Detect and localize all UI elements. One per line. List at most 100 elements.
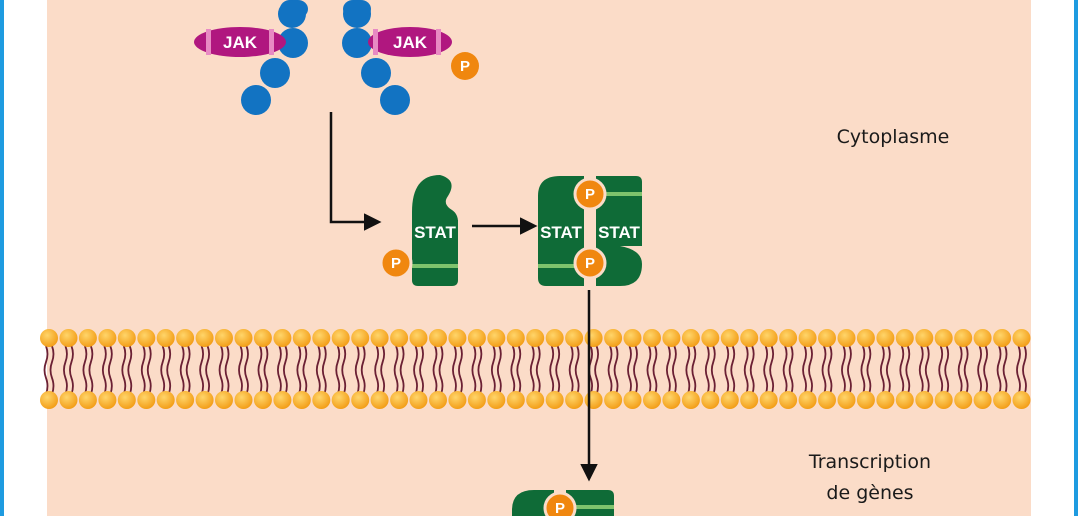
lipid-head [448, 329, 467, 347]
lipid-head [156, 329, 175, 347]
lipid-tail [730, 345, 736, 395]
lipid-tail [963, 345, 969, 395]
lipid-tail [899, 345, 905, 395]
jak-right: JAK [368, 27, 452, 57]
lipid-tail [1016, 345, 1021, 395]
lipid-tail [452, 345, 457, 395]
lipid-tail [704, 345, 710, 395]
lipid-head [565, 391, 584, 409]
lipid-head [643, 329, 661, 347]
lipid-head [915, 391, 934, 409]
lipid-tail [107, 345, 113, 395]
lipid-tail [121, 345, 127, 395]
lipid-tail [458, 345, 463, 395]
lipid-head [856, 391, 875, 409]
lipid-head [584, 329, 603, 347]
lipid-head [623, 329, 642, 347]
jak-left-label: JAK [223, 33, 258, 52]
lipid-head [390, 391, 409, 409]
phosphate-stat-monomer: P [379, 246, 413, 280]
lipid-head [856, 329, 875, 347]
lipid-tail [594, 345, 599, 395]
jak-right-label: JAK [393, 33, 428, 52]
stat-monomer-label: STAT [414, 223, 456, 242]
lipid-head [390, 329, 409, 347]
lipid-tail [146, 345, 152, 395]
lipid-tail [393, 345, 399, 395]
lipid-head [993, 329, 1012, 347]
lipid-tail [490, 345, 496, 395]
lipid-tail [341, 345, 347, 395]
lipid-head [526, 329, 545, 347]
lipid-tail [179, 345, 185, 395]
transcription-label-line2: de gènes [826, 482, 913, 504]
lipid-tail [43, 345, 49, 395]
lipid-head [720, 329, 739, 347]
lipid-tail [302, 345, 308, 395]
lipid-head [487, 329, 506, 347]
jak-left: JAK [194, 27, 286, 57]
lipid-head [448, 391, 467, 409]
lipid-tail [244, 345, 249, 395]
lipid-head [409, 391, 428, 409]
stat-dimer-nucleus [512, 490, 614, 516]
lipid-tail [296, 345, 302, 395]
lipid-tail [802, 345, 807, 395]
lipid-tail [185, 345, 191, 395]
lipid-tail [380, 345, 386, 395]
lipid-tail [782, 345, 788, 395]
lipid-head [798, 391, 817, 409]
membrane-bilayer [40, 329, 1031, 409]
lipid-head [370, 329, 389, 347]
lipid-tail [160, 345, 166, 395]
lipid-tail [847, 345, 852, 395]
lipid-head [876, 391, 895, 409]
lipid-tail [866, 345, 872, 395]
lipid-tail [199, 345, 204, 395]
phosphate-dimer-bottom-label: P [585, 255, 595, 272]
receptor [241, 0, 410, 115]
lipid-tail [127, 345, 133, 395]
lipid-tail [374, 345, 380, 395]
lipid-head [137, 329, 156, 347]
lipid-tail [516, 345, 522, 395]
lipid-tail [743, 345, 749, 395]
lipid-tail [205, 345, 210, 395]
lipid-head [973, 329, 992, 347]
lipid-tail [63, 345, 68, 395]
lipid-head [584, 391, 603, 409]
lipid-head [506, 391, 525, 409]
lipid-head [117, 391, 136, 409]
lipid-head [176, 391, 195, 409]
lipid-tail [607, 345, 613, 395]
lipid-head [215, 391, 233, 409]
lipid-head [993, 391, 1012, 409]
lipid-head [701, 391, 720, 409]
arrow-receptor-to-stat [329, 112, 382, 231]
lipid-head [1012, 391, 1031, 409]
lipid-head [895, 391, 914, 409]
lipid-head [1012, 329, 1031, 347]
phosphate-dimer-bottom: P [573, 246, 607, 280]
lipid-head [292, 329, 311, 347]
lipid-head [156, 391, 175, 409]
lipid-head [78, 329, 97, 347]
lipid-head [429, 391, 447, 409]
lipid-tail [944, 345, 950, 395]
lipid-tail [672, 345, 677, 395]
lipid-tail [419, 345, 424, 395]
lipid-tail [666, 345, 671, 395]
lipid-head [604, 391, 623, 409]
lipid-head [623, 391, 642, 409]
lipid-head [662, 329, 681, 347]
lipid-head [895, 329, 914, 347]
lipid-tail [529, 345, 535, 395]
lipid-tail [432, 345, 438, 395]
lipid-tail [763, 345, 769, 395]
lipid-tail [49, 345, 55, 395]
lipid-tail [613, 345, 619, 395]
lipid-tail [496, 345, 502, 395]
lipid-head [312, 391, 331, 409]
lipid-tail [1002, 345, 1008, 395]
